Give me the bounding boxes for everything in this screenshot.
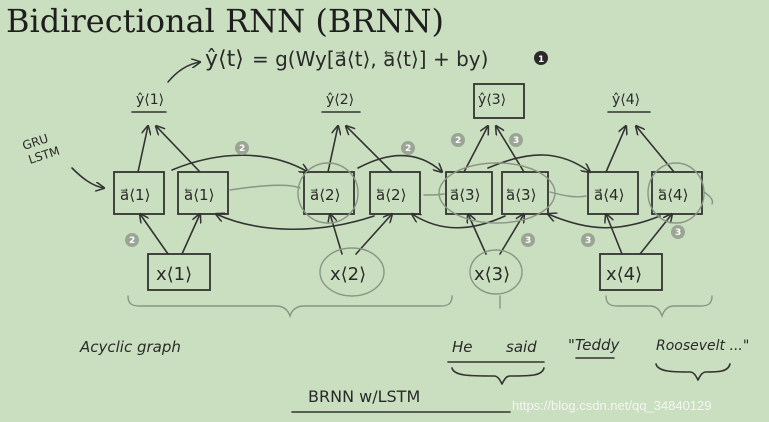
output-arrows xyxy=(156,126,201,173)
backward-unit-label: a⃖⟨3⟩ xyxy=(506,186,536,204)
highlight-trace xyxy=(549,191,587,198)
output-label: ŷ⟨2⟩ xyxy=(326,92,354,108)
acyclic-brace xyxy=(127,295,453,319)
input-highlight-circle xyxy=(469,249,523,295)
brnn-lstm-note: BRNN w/LSTM xyxy=(308,387,420,406)
step-badge xyxy=(401,141,415,155)
watermark: https://blog.csdn.net/qq_34840129 xyxy=(512,398,712,413)
formula-badge xyxy=(534,51,548,65)
input-label: x⟨4⟩ xyxy=(606,264,642,285)
backward-recurrence-arrows xyxy=(412,214,506,229)
highlight-trace xyxy=(423,193,445,196)
backward-unit-label: a⃖⟨1⟩ xyxy=(184,186,214,204)
forward-unit-label: a⃗⟨4⟩ xyxy=(594,186,624,204)
output-label: ŷ⟨1⟩ xyxy=(136,92,164,108)
input-arrows xyxy=(140,214,169,255)
backward-unit-box xyxy=(177,171,229,215)
output-arrows xyxy=(605,126,626,173)
side-label-arrow xyxy=(71,167,104,188)
step-badge-label: 3 xyxy=(675,228,681,238)
forward-unit-box xyxy=(587,171,639,215)
input-label: x⟨2⟩ xyxy=(330,264,366,285)
output-arrows xyxy=(327,126,338,173)
step-badge xyxy=(451,133,465,147)
input-arrows xyxy=(330,214,343,255)
highlight-trace xyxy=(229,184,301,191)
backward-unit-box xyxy=(501,171,549,215)
acyclic-graph-note: Acyclic graph xyxy=(79,338,181,356)
output-arrows xyxy=(496,126,525,173)
forward-unit-label: a⃗⟨1⟩ xyxy=(120,186,150,204)
output-label: ŷ⟨3⟩ xyxy=(478,92,506,108)
output-arrows xyxy=(346,126,393,173)
roosevelt-brace xyxy=(655,363,731,381)
word-teddy: "Teddy xyxy=(568,336,620,354)
forward-unit-label: a⃗⟨3⟩ xyxy=(450,186,480,204)
he-said-brace xyxy=(451,367,545,385)
step-badge-label: 2 xyxy=(129,236,135,246)
formula-lhs: ŷ⟨t⟩ xyxy=(205,47,244,72)
input-label: x⟨3⟩ xyxy=(474,264,510,285)
input-box xyxy=(599,253,663,291)
page-title: Bidirectional RNN (BRNN) xyxy=(6,2,444,40)
output-arrows xyxy=(463,126,488,173)
input-arrows xyxy=(606,214,623,255)
highlight-trace xyxy=(703,191,714,205)
output-arrows xyxy=(137,126,148,173)
backward-unit-label: a⃖⟨4⟩ xyxy=(658,186,688,204)
formula-rhs: = g(Wy[a⃗⟨t⟩, a⃖⟨t⟩] + by) xyxy=(252,47,488,71)
step-badge xyxy=(125,233,139,247)
backward-unit-label: a⃖⟨2⟩ xyxy=(376,186,406,204)
backward-recurrence-arrows xyxy=(216,214,375,231)
words-brace xyxy=(605,295,713,319)
step-badge-label: 2 xyxy=(455,136,461,146)
input-arrows xyxy=(355,214,392,255)
forward-unit-box xyxy=(113,171,165,215)
step-badge-label: 3 xyxy=(525,236,531,246)
forward-unit-label: a⃗⟨2⟩ xyxy=(310,186,340,204)
input-arrows xyxy=(468,214,487,255)
output-label: ŷ⟨4⟩ xyxy=(612,92,640,108)
step-badge xyxy=(581,233,595,247)
input-label: x⟨1⟩ xyxy=(156,264,192,285)
step-badge-label: 2 xyxy=(239,144,245,154)
step-badge xyxy=(509,133,523,147)
input-highlight-circle xyxy=(319,247,385,297)
step-badge-label: 2 xyxy=(405,144,411,154)
step-badge xyxy=(521,233,535,247)
step-badge-label: 3 xyxy=(585,236,591,246)
input-box xyxy=(147,253,211,291)
output-arrows xyxy=(636,126,675,173)
input-arrows xyxy=(181,214,200,255)
highlight-circle xyxy=(297,162,359,224)
forward-recurrence-arrows xyxy=(357,154,442,172)
word-he: He xyxy=(452,338,473,356)
step-badge-label: 3 xyxy=(513,136,519,146)
backward-unit-box xyxy=(369,171,421,215)
output-highlight-box xyxy=(473,83,525,119)
backward-unit-box xyxy=(651,171,703,215)
forward-unit-box xyxy=(303,171,355,215)
forward-unit-box xyxy=(445,171,493,215)
word-roosevelt: Roosevelt ..." xyxy=(656,338,749,354)
backward-recurrence-arrows xyxy=(548,214,661,229)
step-badge xyxy=(671,225,685,239)
forward-recurrence-arrows xyxy=(171,154,308,172)
highlight-circle xyxy=(647,162,705,224)
formula-pointer-arrow xyxy=(167,62,200,83)
formula-badge-label: 1 xyxy=(538,55,544,65)
step-badge xyxy=(235,141,249,155)
word-said: said xyxy=(506,338,537,356)
input-arrows xyxy=(639,214,672,255)
